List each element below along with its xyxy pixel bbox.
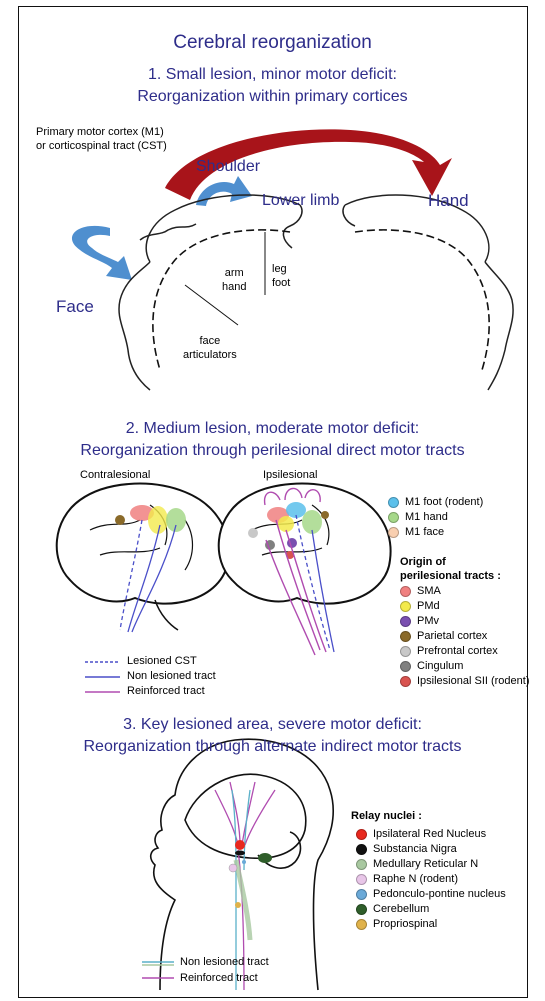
legend-item: M1 face — [388, 526, 444, 538]
legend-label: Ipsilateral Red Nucleus — [373, 828, 486, 840]
legend-item: Cingulum — [400, 660, 463, 672]
legend-swatch — [400, 646, 411, 657]
hand-label: Hand — [428, 191, 469, 211]
leg-foot-label: leg foot — [272, 262, 290, 290]
ipsilesional-label: Ipsilesional — [263, 468, 317, 482]
legend-item: Non lesioned tract — [127, 670, 216, 682]
contralesional-label: Contralesional — [80, 468, 150, 482]
legend-swatch — [356, 904, 367, 915]
legend-label: Cerebellum — [373, 903, 429, 915]
section2-heading: 2. Medium lesion, moderate motor deficit… — [0, 418, 545, 462]
section3-heading-line1: 3. Key lesioned area, severe motor defic… — [0, 714, 545, 736]
legend-label: Pedonculo-pontine nucleus — [373, 888, 506, 900]
legend-label: PMd — [417, 600, 440, 612]
legend-label: Non lesioned tract — [127, 670, 216, 682]
legend-label: M1 hand — [405, 511, 448, 523]
right-hemisphere-section — [343, 195, 513, 390]
legend-label: Reinforced tract — [180, 972, 258, 984]
legend-label: Cingulum — [417, 660, 463, 672]
legend-swatch — [356, 889, 367, 900]
ipsilesional-brain — [219, 484, 391, 604]
m1-label-line1: Primary motor cortex (M1) — [36, 125, 167, 139]
legend-label: Propriospinal — [373, 918, 437, 930]
legend-swatch — [400, 631, 411, 642]
legend-label: M1 foot (rodent) — [405, 496, 483, 508]
legend-swatch — [356, 874, 367, 885]
legend-item: Propriospinal — [356, 918, 437, 930]
m1-label-line2: or corticospinal tract (CST) — [36, 139, 167, 153]
legend-item: Cerebellum — [356, 903, 429, 915]
legend-swatch — [356, 919, 367, 930]
hand-sub-label: hand — [222, 280, 246, 294]
legend-item: Prefrontal cortex — [400, 645, 498, 657]
right-homunculus-arc — [355, 230, 489, 370]
legend-item: SMA — [400, 585, 441, 597]
legend-swatch — [388, 512, 399, 523]
legend-item: Lesioned CST — [127, 655, 197, 667]
legend-item: Ipsilesional SII (rodent) — [400, 675, 530, 687]
arm-label: arm — [222, 266, 246, 280]
legend-swatch — [400, 616, 411, 627]
legend-item: M1 hand — [388, 511, 448, 523]
section3-heading: 3. Key lesioned area, severe motor defic… — [0, 714, 545, 758]
legend-item: Raphe N (rodent) — [356, 873, 458, 885]
legend-swatch — [400, 661, 411, 672]
legend-label: PMv — [417, 615, 439, 627]
legend-label: Parietal cortex — [417, 630, 487, 642]
legend-swatch — [356, 829, 367, 840]
section2-heading-line1: 2. Medium lesion, moderate motor deficit… — [0, 418, 545, 440]
face-sub-label: face — [183, 334, 237, 348]
legend-swatch — [356, 859, 367, 870]
legend-label: Prefrontal cortex — [417, 645, 498, 657]
origin-title-line2: perilesional tracts : — [400, 569, 501, 583]
face-articulators-label: face articulators — [183, 334, 237, 362]
legend-item: Reinforced tract — [127, 685, 205, 697]
articulators-label: articulators — [183, 348, 237, 362]
legend-label: M1 face — [405, 526, 444, 538]
legend-item: Reinforced tract — [180, 972, 258, 984]
section3-heading-line2: Reorganization through alternate indirec… — [0, 736, 545, 758]
legend-item: Ipsilateral Red Nucleus — [356, 828, 486, 840]
legend-item: Pedonculo-pontine nucleus — [356, 888, 506, 900]
relay-legend-title: Relay nuclei : — [351, 810, 422, 822]
legend-item: Substancia Nigra — [356, 843, 457, 855]
legend-label: Non lesioned tract — [180, 956, 269, 968]
shoulder-arrow — [196, 176, 252, 206]
lower-limb-label: Lower limb — [262, 192, 339, 210]
legend-swatch — [356, 844, 367, 855]
legend-item: M1 foot (rodent) — [388, 496, 483, 508]
face-label: Face — [56, 297, 94, 317]
legend-item: PMv — [400, 615, 439, 627]
arm-hand-label: arm hand — [222, 266, 246, 294]
legend-item: Medullary Reticular N — [356, 858, 478, 870]
legend-swatch — [400, 676, 411, 687]
legend-label: Substancia Nigra — [373, 843, 457, 855]
foot-label: foot — [272, 276, 290, 290]
legend-item: Parietal cortex — [400, 630, 487, 642]
legend-label: Raphe N (rodent) — [373, 873, 458, 885]
face-arrow — [72, 226, 132, 280]
legend-label: Medullary Reticular N — [373, 858, 478, 870]
legend-label: Lesioned CST — [127, 655, 197, 667]
shoulder-label: Shoulder — [196, 158, 260, 176]
legend-item: Non lesioned tract — [180, 956, 269, 968]
origin-title-line1: Origin of — [400, 555, 501, 569]
section2-heading-line2: Reorganization through perilesional dire… — [0, 440, 545, 462]
m1-label: Primary motor cortex (M1) or corticospin… — [36, 125, 167, 153]
legend-label: SMA — [417, 585, 441, 597]
legend-swatch — [388, 497, 399, 508]
sagittal-head — [151, 739, 333, 990]
legend-swatch — [400, 586, 411, 597]
origin-legend-title: Origin of perilesional tracts : — [400, 555, 501, 583]
legend-item: PMd — [400, 600, 440, 612]
leg-label: leg — [272, 262, 290, 276]
legend-swatch — [388, 527, 399, 538]
legend-label: Reinforced tract — [127, 685, 205, 697]
legend-swatch — [400, 601, 411, 612]
legend-label: Ipsilesional SII (rodent) — [417, 675, 530, 687]
